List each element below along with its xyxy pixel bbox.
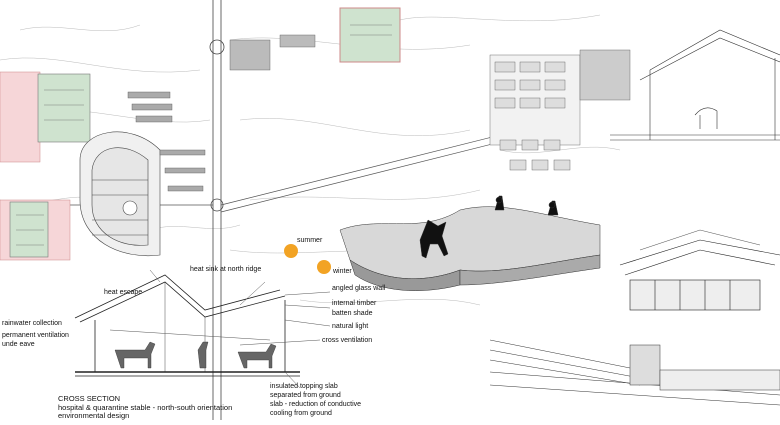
label-slab-1: insulated topping slab	[270, 383, 338, 390]
label-internal-timber-1: internal timber	[332, 300, 377, 307]
main-road	[209, 0, 225, 420]
horse-silhouettes	[114, 341, 277, 369]
section-arrows	[109, 269, 331, 389]
paddock-green-left	[37, 73, 91, 143]
arena	[79, 131, 161, 257]
label-angled-glass: angled glass wall	[332, 285, 386, 292]
label-permanent-vent-2: unde eave	[2, 341, 35, 348]
section-title-1: CROSS SECTION	[58, 394, 121, 403]
label-rainwater: rainwater collection	[2, 320, 62, 327]
stable-blocks	[127, 34, 316, 192]
label-cross-vent: cross ventilation	[322, 337, 373, 344]
label-natural-light: natural light	[332, 323, 369, 330]
section-title-3: environmental design	[58, 411, 130, 420]
model-sketch	[339, 195, 601, 291]
label-internal-timber-2: batten shade	[332, 310, 373, 317]
paddock-green-bottom	[9, 201, 49, 258]
section-title-2: hospital & quarantine stable - north-sou…	[58, 403, 233, 412]
label-slab-4: cooling from ground	[270, 410, 332, 417]
cross-section-drawing	[74, 274, 300, 377]
building-grid	[489, 49, 631, 171]
summer-sun	[284, 244, 298, 258]
label-slab-3: slab - reduction of conductive	[270, 401, 362, 408]
paddock-pink-left	[0, 71, 41, 163]
label-heat-escape: heat escape	[104, 289, 143, 296]
label-winter: winter	[333, 268, 352, 275]
label-slab-2: separated from ground	[270, 392, 341, 399]
section-drawing-top-right	[610, 29, 780, 141]
perspective-lines	[489, 339, 780, 406]
label-heat-sink: heat sink at north ridge	[190, 266, 262, 273]
label-summer: summer	[297, 237, 323, 244]
stable-perspective	[619, 229, 780, 311]
label-permanent-vent-1: permanent ventilation	[2, 332, 69, 339]
winter-sun	[317, 260, 331, 274]
